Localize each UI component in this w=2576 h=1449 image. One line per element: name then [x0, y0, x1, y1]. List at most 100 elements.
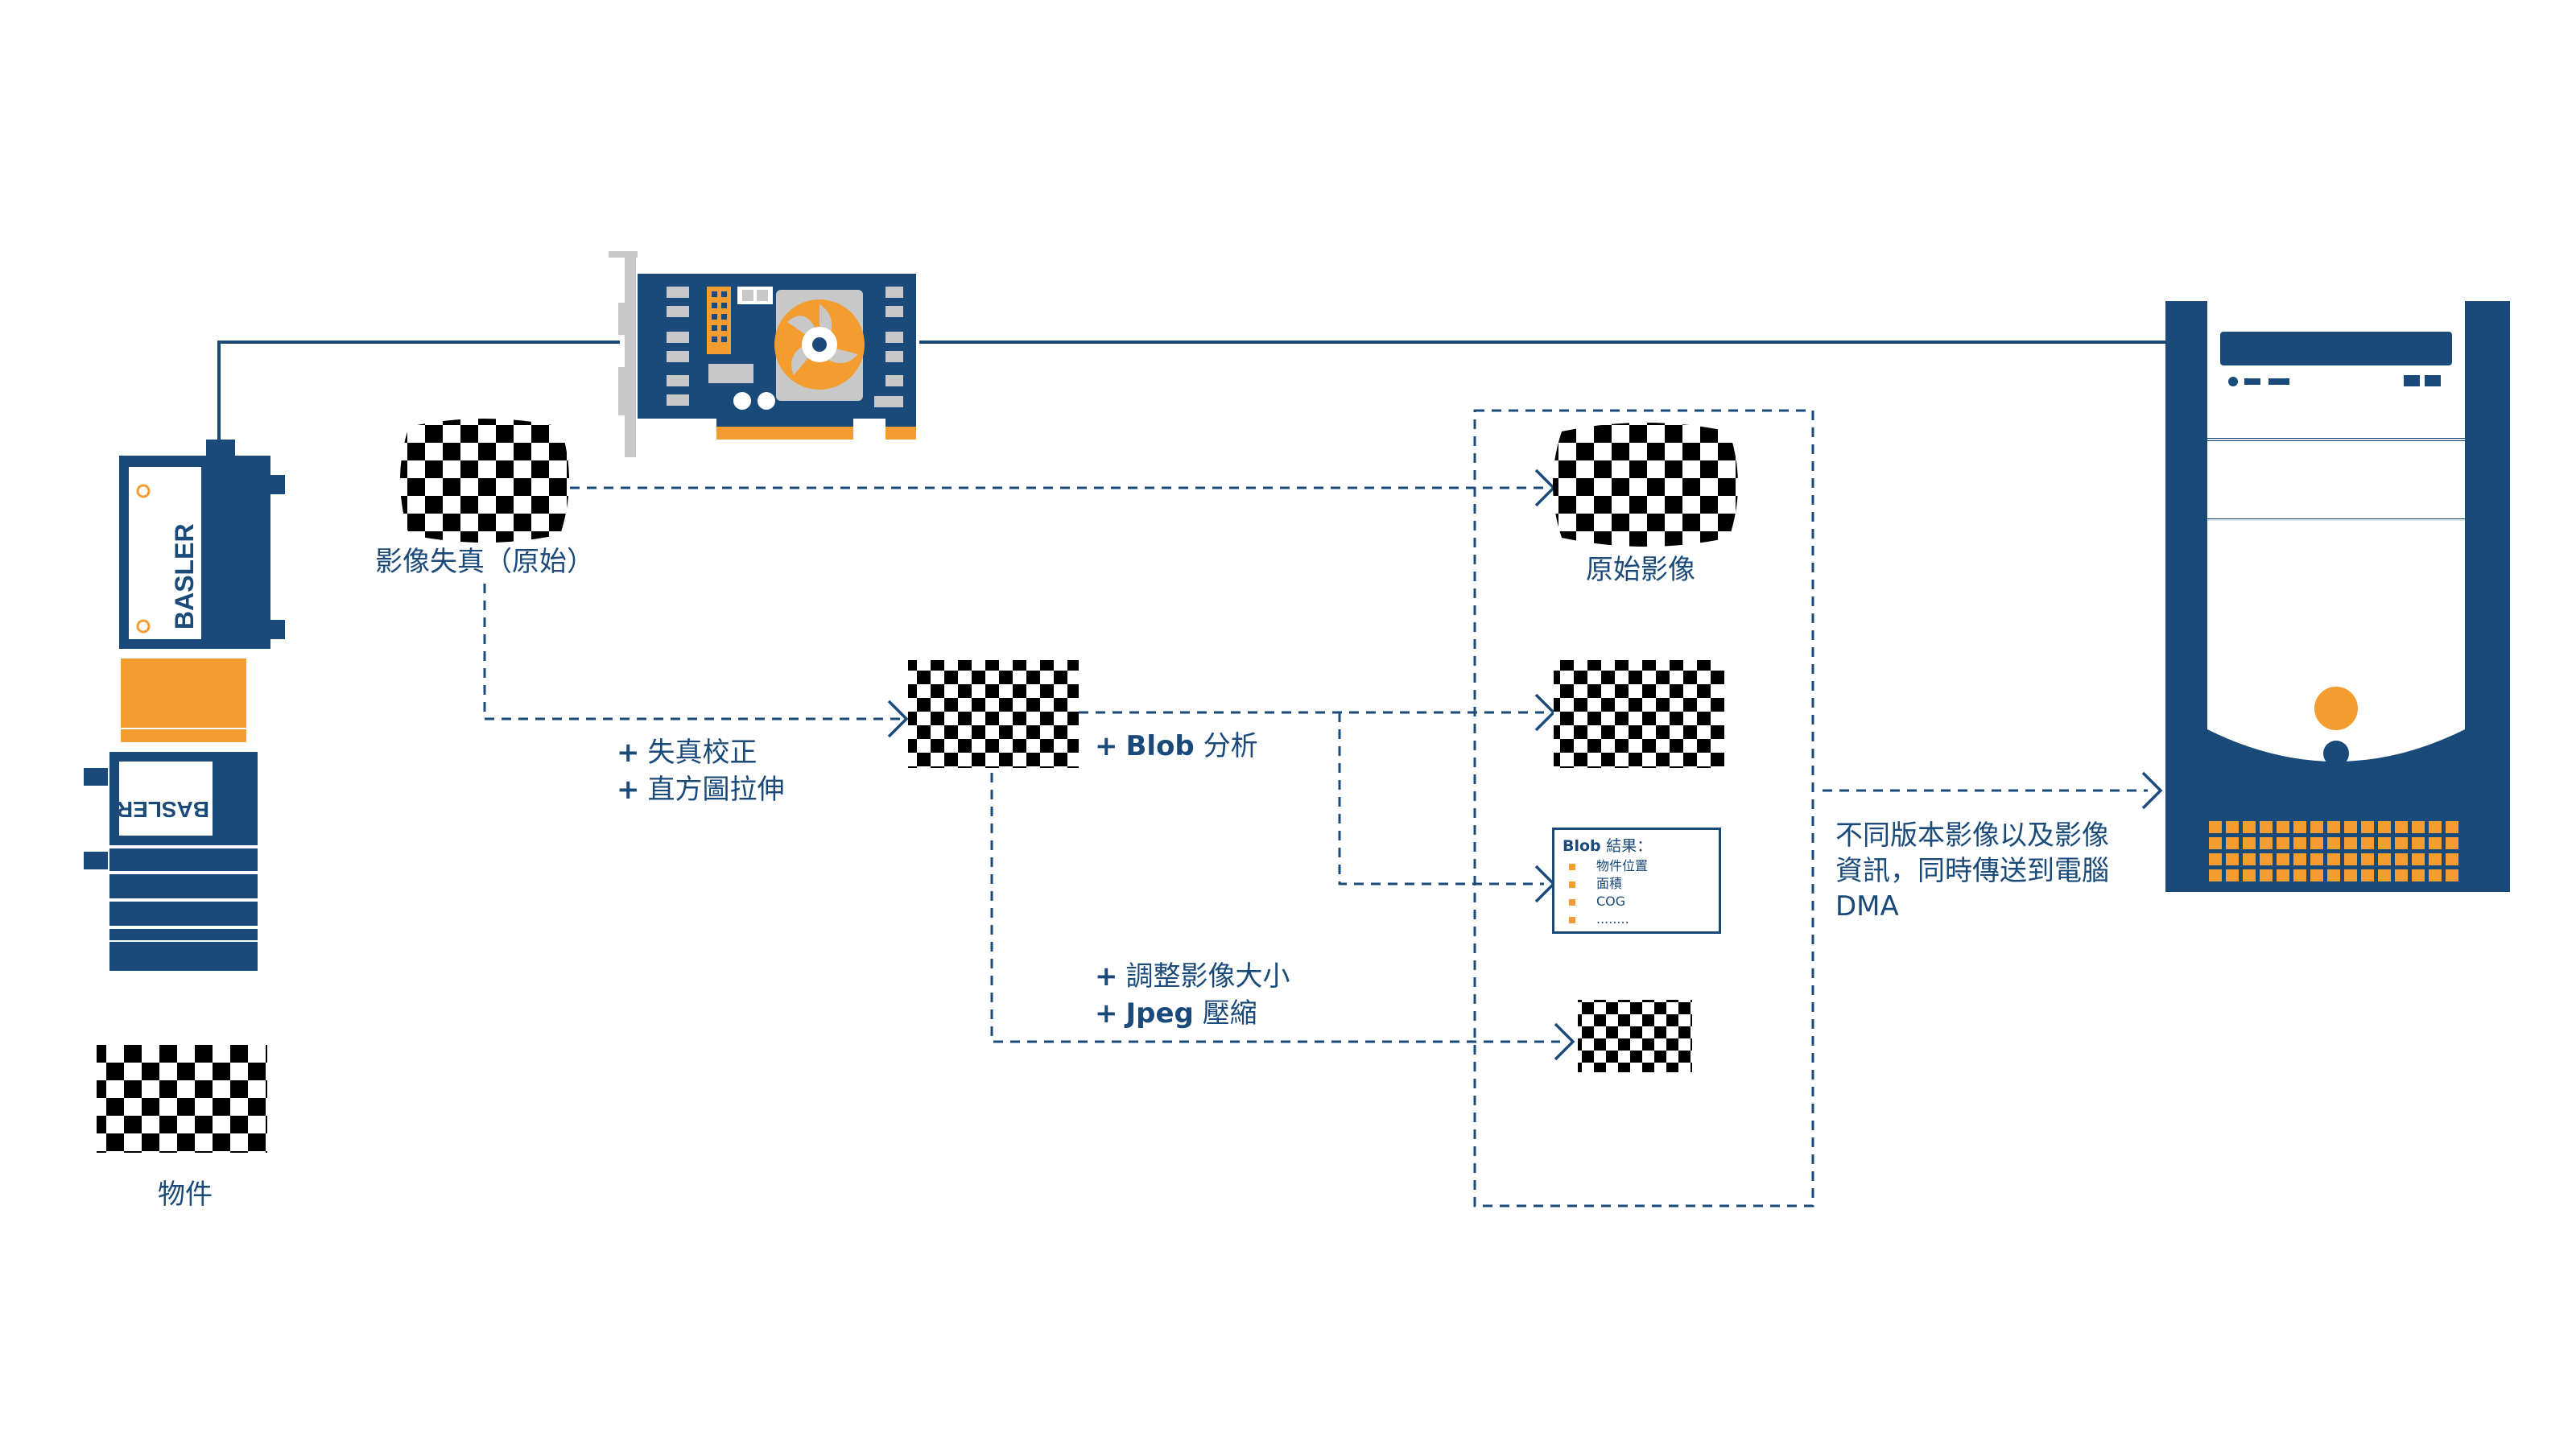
distorted-original-label: 影像失真（原始） [375, 546, 594, 578]
op-jpeg: Jpeg [1125, 997, 1194, 1030]
pc-vent-cell [2243, 821, 2256, 833]
op-resize: 調整影像大小 [1125, 960, 1290, 993]
pc-vent-cell [2361, 821, 2374, 833]
pc-vent-cell [2446, 869, 2458, 881]
pc-vent-cell [2395, 837, 2408, 849]
pc-vent-cell [2446, 853, 2458, 865]
arrow-icon [1554, 1022, 1575, 1061]
pc-vent-cell [2378, 837, 2391, 849]
pc-vent-cell [2243, 853, 2256, 865]
pc-vent-cell [2293, 869, 2306, 881]
pc-vent-cell [2310, 869, 2323, 881]
pc-vent-cell [2361, 869, 2374, 881]
op-compress: 壓縮 [1202, 997, 1257, 1030]
list-item: 面積 [1563, 875, 1711, 893]
pc-vent-cell [2209, 853, 2222, 865]
pc-vent-cell [2209, 869, 2222, 881]
blob-result-card: Blob 結果： 物件位置 面積 COG ........ [1552, 828, 1721, 934]
pc-vent-cell [2412, 853, 2425, 865]
pc-vent-cell [2277, 869, 2289, 881]
pc-vent-cell [2226, 821, 2239, 833]
pc-vent-cell [2277, 837, 2289, 849]
pc-vent-cell [2310, 853, 2323, 865]
pc-vent-cell [2429, 837, 2442, 849]
checkerboard-icon [908, 660, 1079, 768]
pc-vent-cell [2243, 837, 2256, 849]
pc-vent-cell [2412, 869, 2425, 881]
pc-vent-cell [2310, 837, 2323, 849]
checkerboard-icon [1578, 1000, 1692, 1072]
pc-vent-cell [2378, 853, 2391, 865]
corrected-to-resized-flow [990, 773, 1560, 1043]
pc-vent-cell [2446, 837, 2458, 849]
pc-vent-cell [2412, 821, 2425, 833]
pc-vent-cell [2260, 837, 2273, 849]
pc-vent-cell [2344, 837, 2357, 849]
pc-vent-cell [2395, 869, 2408, 881]
pc-vent-cell [2412, 837, 2425, 849]
pc-vent-cell [2226, 853, 2239, 865]
pc-vent-cell [2327, 869, 2340, 881]
blob-result-list: 物件位置 面積 COG ........ [1563, 857, 1711, 928]
correction-operations: +失真校正 +直方圖拉伸 [617, 737, 785, 806]
pc-vent-cell [2395, 821, 2408, 833]
dashed-flows [483, 409, 2148, 1208]
pc-vent-cell [2429, 869, 2442, 881]
op-blob-cjk: 分析 [1203, 730, 1258, 762]
original-image-label: 原始影像 [1586, 554, 1695, 586]
pc-vent-cell [2344, 869, 2357, 881]
pc-vent-cell [2344, 821, 2357, 833]
pc-vent-cell [2327, 837, 2340, 849]
list-item: 物件位置 [1563, 857, 1711, 875]
pc-vent-cell [2293, 837, 2306, 849]
blob-result-title-cjk: 結果： [1606, 837, 1653, 855]
pc-vent-cell [2429, 853, 2442, 865]
blob-to-result-flow [1338, 712, 1544, 886]
pc-vent-cell [2361, 853, 2374, 865]
output-description: 不同版本影像以及影像 資訊，同時傳送到電腦 DMA [1835, 818, 2182, 924]
list-item: ........ [1563, 910, 1711, 928]
pc-vent-cell [2293, 853, 2306, 865]
pc-tower-icon [2165, 301, 2510, 892]
pc-vent-grid [2209, 821, 2458, 881]
pc-vent-cell [2226, 837, 2239, 849]
pc-vent-cell [2260, 821, 2273, 833]
object-label: 物件 [158, 1179, 213, 1211]
op-distortion-correction: 失真校正 [647, 737, 758, 769]
pc-vent-cell [2327, 821, 2340, 833]
pc-vent-cell [2277, 821, 2289, 833]
output-line-2: 資訊，同時傳送到電腦 [1835, 855, 2109, 887]
pc-vent-cell [2378, 869, 2391, 881]
pc-vent-cell [2243, 869, 2256, 881]
pc-vent-cell [2209, 837, 2222, 849]
solid-connections [217, 341, 2165, 441]
distorted-to-corrected-flow [483, 584, 900, 720]
pc-vent-cell [2378, 821, 2391, 833]
pc-vent-cell [2310, 821, 2323, 833]
checkerboard-icon [97, 1045, 267, 1153]
output-bundle-box [1473, 409, 1814, 1208]
pc-vent-cell [2327, 853, 2340, 865]
arrow-icon [2141, 771, 2163, 810]
pc-vent-cell [2395, 853, 2408, 865]
arrowheads [887, 469, 2163, 1061]
op-blob-en: Blob [1125, 730, 1195, 762]
checkerboard-icon [400, 419, 569, 543]
checkerboard-icon [1553, 423, 1738, 547]
checkerboard-icon [1554, 660, 1724, 768]
frame-grabber-card-icon [609, 251, 916, 457]
pc-vent-cell [2260, 853, 2273, 865]
blob-result-title-en: Blob [1563, 837, 1601, 855]
op-histogram-stretch: 直方圖拉伸 [647, 774, 785, 806]
pc-vent-cell [2293, 821, 2306, 833]
camera-to-card-line [217, 341, 620, 441]
pc-vent-cell [2361, 837, 2374, 849]
camera-icon: BASLER BASLER [84, 440, 285, 971]
pc-vent-cell [2226, 869, 2239, 881]
pc-vent-cell [2446, 821, 2458, 833]
output-line-3: DMA [1835, 890, 1899, 923]
resize-operations: +調整影像大小 +Jpeg 壓縮 [1095, 960, 1290, 1030]
arrow-icon [1534, 865, 1556, 903]
pc-vent-cell [2209, 821, 2222, 833]
